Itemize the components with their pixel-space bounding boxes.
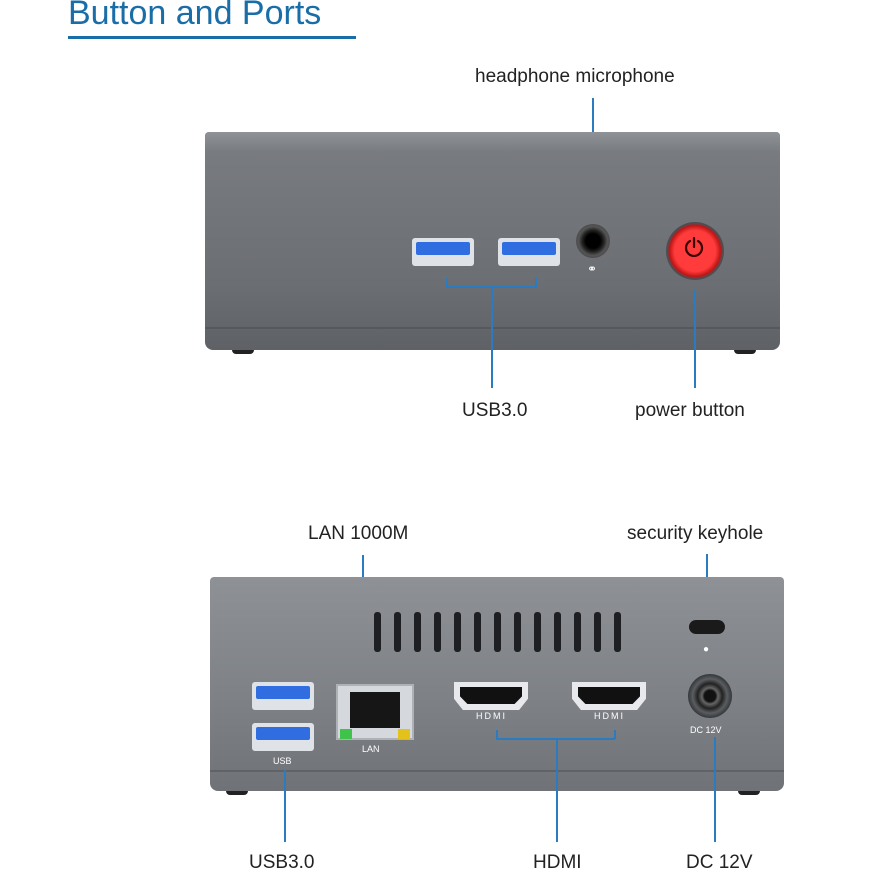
vent-slot (434, 612, 441, 652)
page-title: Button and Ports (68, 0, 322, 32)
foot-right (734, 350, 756, 354)
vent-slot (394, 612, 401, 652)
hdmi-label: HDMI (533, 852, 582, 873)
power-icon (684, 236, 704, 258)
vent-slot (594, 612, 601, 652)
headset-icon: ⚭ (587, 262, 598, 276)
vent-slot (554, 612, 561, 652)
vent-slot (574, 612, 581, 652)
hdmi-pointer (556, 738, 558, 842)
vent-slot (454, 612, 461, 652)
back-usb-pointer (284, 770, 286, 842)
front-usb-label: USB3.0 (462, 400, 528, 421)
title-underline (68, 36, 356, 39)
lan-label: LAN 1000M (308, 523, 409, 544)
back-usb-port-1 (252, 682, 314, 710)
security-keyhole (689, 620, 725, 634)
vent-slot (414, 612, 421, 652)
hdmi-port-2-text: HDMI (594, 711, 625, 721)
vent-slot (514, 612, 521, 652)
mini-pc-front-top (205, 132, 780, 152)
power-label: power button (635, 400, 745, 421)
lan-port-text: LAN (362, 744, 380, 754)
dc-port-text: DC 12V (690, 725, 722, 735)
lan-led-green (340, 729, 352, 739)
vent-slot (614, 612, 621, 652)
dc-label: DC 12V (686, 852, 753, 873)
power-pointer (694, 290, 696, 388)
front-usb-port-1 (412, 238, 474, 266)
vent-slot (474, 612, 481, 652)
back-foot-left (226, 791, 248, 795)
hdmi-port-1-text: HDMI (476, 711, 507, 721)
hdmi-bracket (496, 738, 615, 740)
usb-port-text: USB (273, 756, 292, 766)
usb-bracket-right (535, 278, 537, 287)
back-usb-label: USB3.0 (249, 852, 315, 873)
hdmi-bracket-right (614, 730, 616, 739)
dc-pointer (714, 737, 716, 842)
mini-pc-front-seam (205, 327, 780, 329)
vent-slot (534, 612, 541, 652)
back-usb-port-2 (252, 723, 314, 751)
dc-power-jack (688, 674, 732, 718)
lan-port-socket (350, 692, 400, 728)
front-usb-port-2 (498, 238, 560, 266)
back-foot-right (738, 791, 760, 795)
headphone-label: headphone microphone (475, 66, 675, 87)
usb-pointer (491, 286, 493, 388)
lan-led-yellow (398, 729, 410, 739)
power-button (666, 222, 724, 280)
foot-left (232, 350, 254, 354)
keyhole-label: security keyhole (627, 523, 764, 544)
usb-bracket-left (446, 278, 448, 287)
lock-icon: ● (703, 644, 710, 655)
vent-slot (494, 612, 501, 652)
hdmi-bracket-left (496, 730, 498, 739)
headphone-jack (576, 224, 610, 258)
hdmi-port-1 (454, 682, 528, 710)
vent-slot (374, 612, 381, 652)
hdmi-port-2 (572, 682, 646, 710)
mini-pc-back-seam (210, 770, 784, 772)
